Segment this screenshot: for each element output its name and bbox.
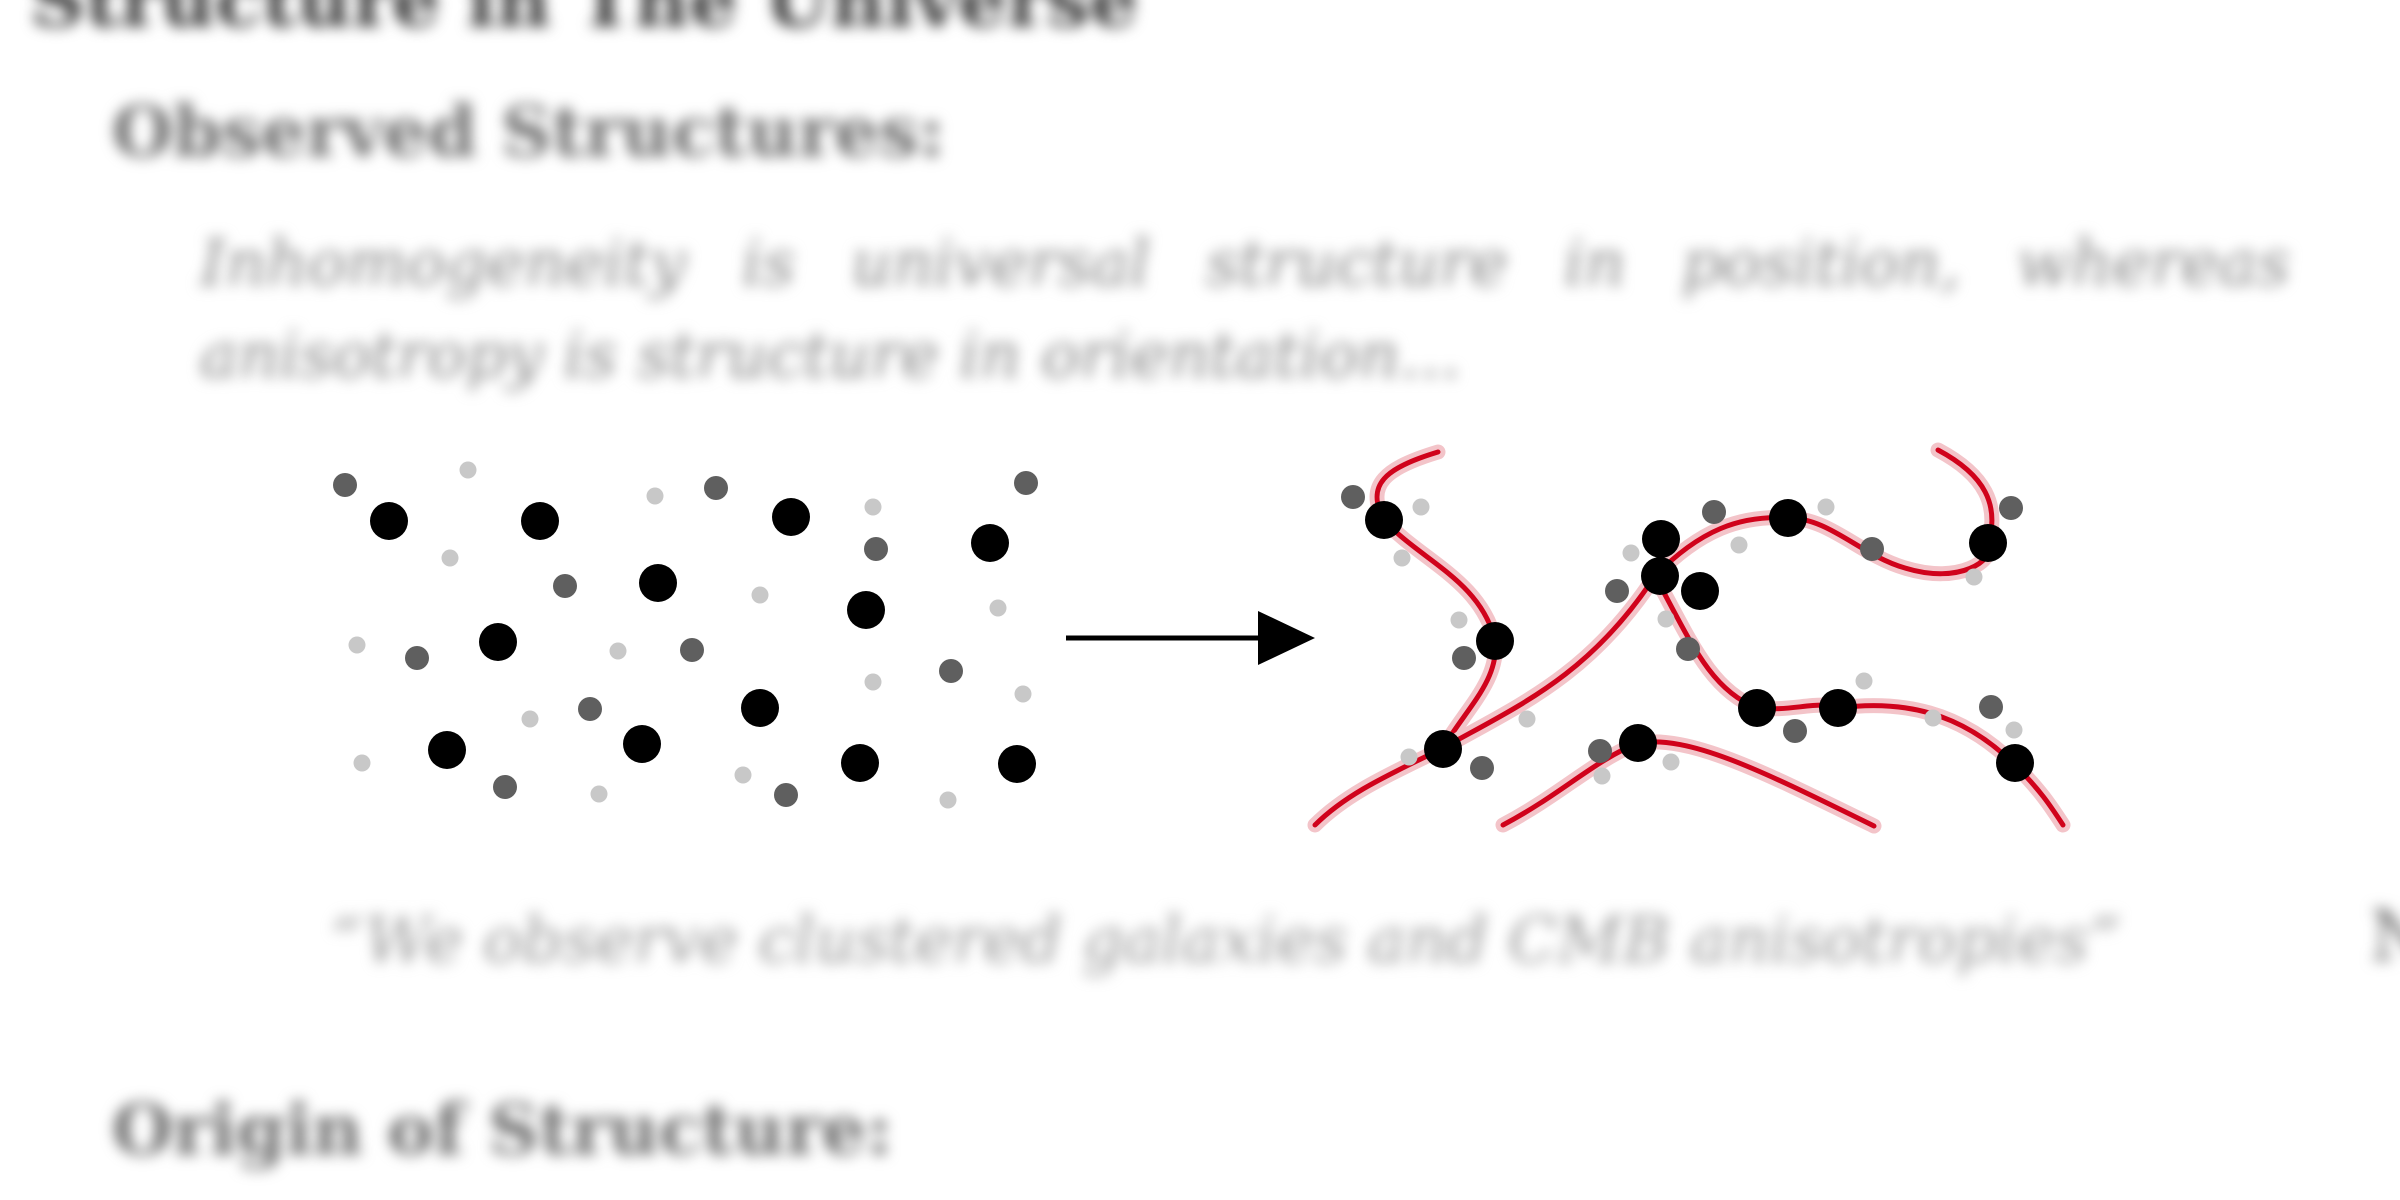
galaxy-dot-small [864,498,882,516]
galaxy-dot-large [1365,501,1403,539]
galaxy-dot-large [428,731,466,769]
galaxy-dot-small [1393,549,1411,567]
galaxy-dot-small [734,766,752,784]
clustered-filament-panel [1307,442,2071,834]
homogeneous-distribution-panel [333,461,1038,809]
clustered-galaxy-dots [1341,485,2034,785]
galaxy-dot-small [1662,753,1680,771]
galaxy-dot-medium [1588,739,1612,763]
galaxy-dot-medium [493,775,517,799]
galaxy-dot-small [1855,672,1873,690]
galaxy-dot-small [348,636,366,654]
right-arrow-icon [1066,611,1315,665]
galaxy-dot-small [521,710,539,728]
galaxy-dot-large [1681,572,1719,610]
section-heading-observed: Observed Structures: [112,90,945,173]
galaxy-dot-small [989,599,1007,617]
galaxy-dot-large [847,591,885,629]
galaxy-dot-large [1424,730,1462,768]
galaxy-dot-medium [1452,646,1476,670]
galaxy-dot-medium [553,574,577,598]
galaxy-dot-small [1924,709,1942,727]
galaxy-dot-small [459,461,477,479]
galaxy-dot-small [441,549,459,567]
galaxy-dot-medium [1676,637,1700,661]
filament-line [1312,449,1498,828]
galaxy-dot-large [639,564,677,602]
galaxy-dot-medium [864,537,888,561]
filament-glow [1495,734,1882,834]
galaxy-dot-small [751,586,769,604]
galaxy-dot-medium [1979,695,2003,719]
galaxy-dot-small [864,673,882,691]
galaxy-dot-large [1996,744,2034,782]
galaxy-dot-small [1593,767,1611,785]
galaxy-dot-large [741,689,779,727]
galaxy-dot-medium [1999,496,2023,520]
galaxy-dot-small [1622,544,1640,562]
galaxy-dot-large [1969,524,2007,562]
filament-glow [1647,568,2071,833]
galaxy-dot-medium [1702,500,1726,524]
galaxy-dot-large [623,725,661,763]
galaxy-dot-small [2005,721,2023,739]
definition-text: Inhomogeneity is universal structure in … [200,227,2290,393]
galaxy-dot-medium [1470,756,1494,780]
galaxy-dot-medium [1341,485,1365,509]
galaxy-dot-large [370,502,408,540]
galaxy-dot-small [353,754,371,772]
galaxy-dot-large [1476,622,1514,660]
galaxy-dot-small [1730,536,1748,554]
galaxy-dot-small [1400,748,1418,766]
galaxy-dot-medium [578,697,602,721]
side-text-fragment: N [2370,895,2400,977]
slide-title: Structure in The Universe [30,0,1138,44]
figure-caption: “We observe clustered galaxies and CMB a… [330,904,2122,978]
galaxy-dot-large [1819,689,1857,727]
galaxy-dot-large [521,502,559,540]
section-heading-origin: Origin of Structure: [112,1088,893,1171]
galaxy-dot-large [1738,689,1776,727]
galaxy-dot-large [1641,557,1679,595]
galaxy-dot-small [1965,568,1983,586]
galaxy-dot-medium [333,473,357,497]
galaxy-dot-small [1014,685,1032,703]
galaxy-dot-small [939,791,957,809]
galaxy-dot-medium [680,638,704,662]
galaxy-dot-medium [1605,579,1629,603]
galaxy-dot-medium [939,659,963,683]
galaxy-dot-medium [1860,537,1884,561]
galaxy-dot-medium [405,646,429,670]
galaxy-dot-small [609,642,627,660]
galaxy-dot-large [998,745,1036,783]
galaxy-dot-small [1450,611,1468,629]
galaxy-dot-large [772,498,810,536]
galaxy-dot-small [1817,498,1835,516]
galaxy-dot-medium [1014,471,1038,495]
galaxy-dot-small [1518,710,1536,728]
galaxy-dot-large [841,744,879,782]
galaxy-dot-large [1619,724,1657,762]
galaxy-dot-large [971,524,1009,562]
galaxy-dot-large [479,623,517,661]
galaxy-dot-small [646,487,664,505]
galaxy-dot-large [1642,520,1680,558]
galaxy-dot-medium [1783,719,1807,743]
galaxy-dot-small [1657,610,1675,628]
galaxy-dot-small [590,785,608,803]
galaxy-dot-medium [704,476,728,500]
galaxy-dot-large [1769,499,1807,537]
galaxy-dot-small [1412,498,1430,516]
galaxy-dot-medium [774,783,798,807]
